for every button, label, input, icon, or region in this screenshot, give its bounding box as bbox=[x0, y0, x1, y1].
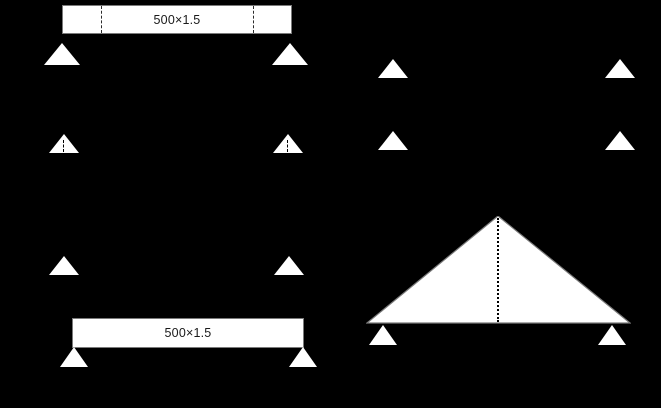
beam-member-top-left: 500×1.5 bbox=[62, 5, 292, 34]
gable-frame bbox=[366, 216, 631, 326]
support-triangle-mid-right-2 bbox=[605, 131, 635, 150]
support-triangle-mid-right-1 bbox=[378, 131, 408, 150]
support-triangle-mid-left-1 bbox=[49, 134, 79, 153]
beam-member-bottom-left: 500×1.5 bbox=[72, 318, 304, 348]
beam-label-bottom-left: 500×1.5 bbox=[164, 326, 212, 340]
beam-divider-right bbox=[253, 6, 254, 33]
beam-divider-left bbox=[101, 6, 102, 33]
support-tick-mid-left-2 bbox=[287, 140, 288, 152]
gable-centerline bbox=[497, 218, 499, 322]
support-triangle-gable-right bbox=[598, 325, 626, 345]
support-triangle-top-right-1 bbox=[378, 59, 408, 78]
support-tick-mid-left-1 bbox=[63, 140, 64, 152]
support-triangle-base-left bbox=[60, 347, 88, 367]
support-triangle-base-right bbox=[289, 347, 317, 367]
support-triangle-top-left-2 bbox=[272, 43, 308, 65]
beam-label-top-left: 500×1.5 bbox=[153, 12, 201, 27]
support-triangle-top-right-2 bbox=[605, 59, 635, 78]
support-triangle-low-left-1 bbox=[49, 256, 79, 275]
support-triangle-low-left-2 bbox=[274, 256, 304, 275]
support-triangle-gable-left bbox=[369, 325, 397, 345]
support-triangle-mid-left-2 bbox=[273, 134, 303, 153]
support-triangle-top-left-1 bbox=[44, 43, 80, 65]
